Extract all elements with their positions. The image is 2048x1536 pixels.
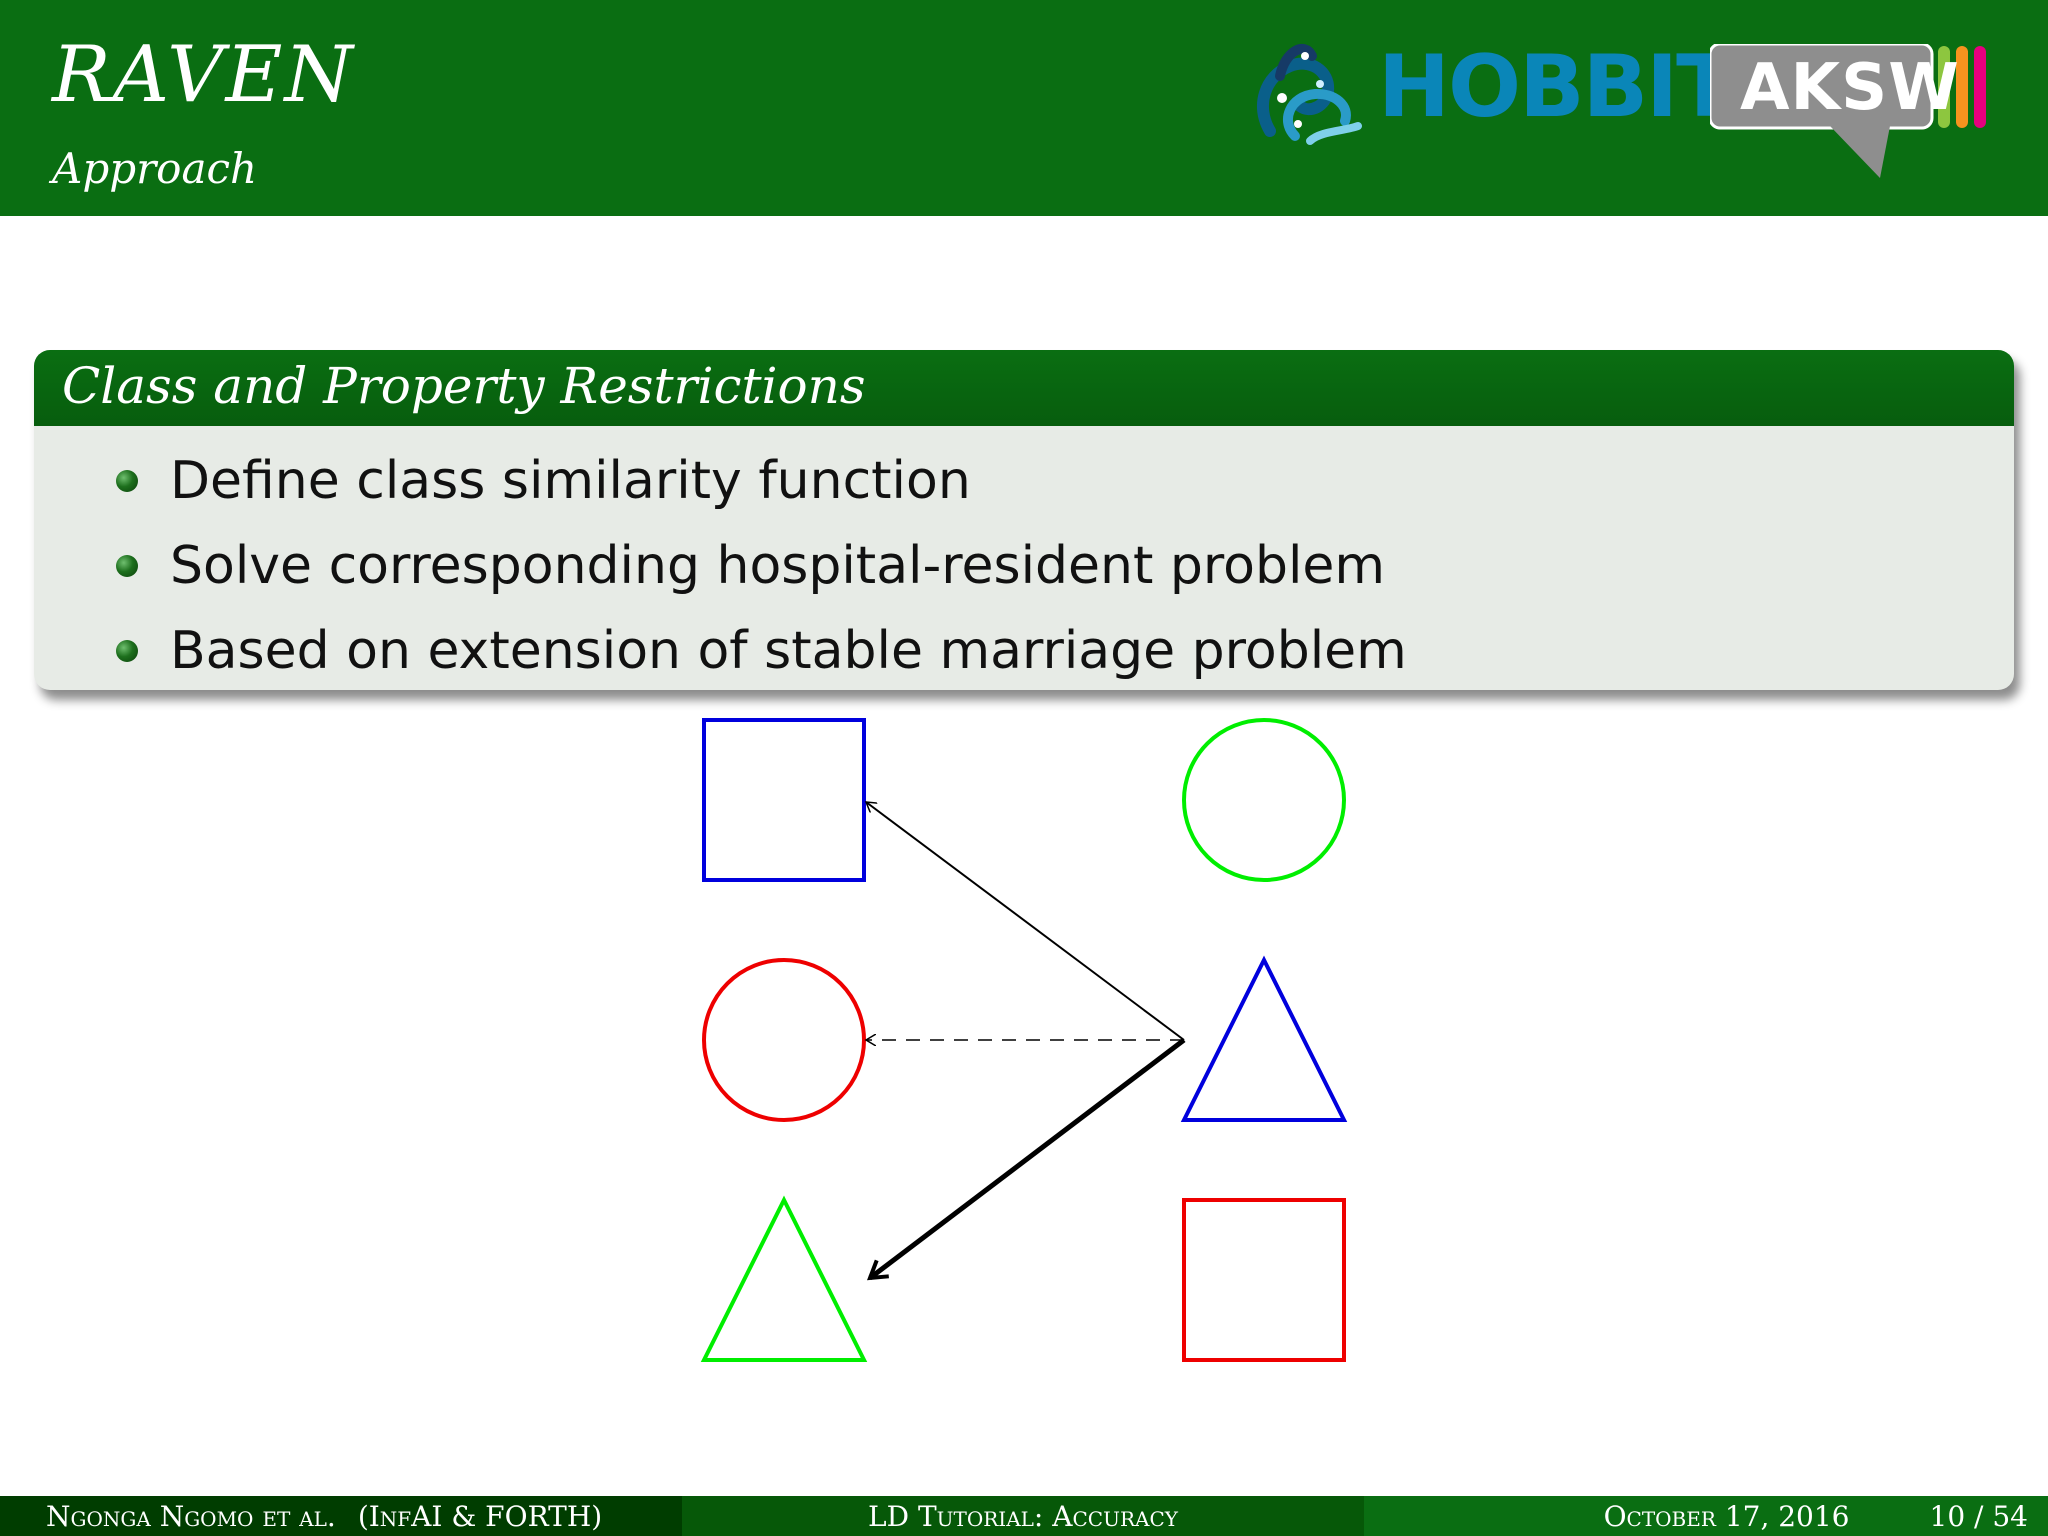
left-blue-square bbox=[702, 718, 866, 882]
arrow-thin bbox=[866, 802, 1185, 1041]
footer-date-text: October 17, 2016 bbox=[1603, 1499, 1850, 1533]
aksw-logo-icon bbox=[1710, 44, 1986, 178]
footer-authors: Ngonga Ngomo et al. (InfAI & FORTH) bbox=[0, 1496, 682, 1536]
footer-date-page: October 17, 2016 10 / 54 bbox=[1364, 1496, 2048, 1536]
block-header: Class and Property Restrictions bbox=[34, 350, 2014, 426]
list-item-text: Based on extension of stable marriage pr… bbox=[170, 620, 1407, 681]
block-title: Class and Property Restrictions bbox=[62, 357, 866, 415]
left-green-triangle bbox=[700, 1195, 868, 1362]
list-item-text: Solve corresponding hospital-resident pr… bbox=[170, 535, 1386, 596]
footer-affiliation-text: (InfAI & FORTH) bbox=[357, 1499, 603, 1533]
matching-diagram bbox=[700, 718, 1348, 1362]
list-item-text: Define class similarity function bbox=[170, 450, 971, 511]
slide-title: RAVEN bbox=[52, 30, 355, 120]
footer-authors-text: Ngonga Ngomo et al. bbox=[46, 1499, 336, 1533]
left-red-circle bbox=[702, 958, 866, 1122]
logo-area: HOBBIT AKSW bbox=[1250, 36, 2020, 186]
hobbit-logo-icon bbox=[1256, 44, 1362, 145]
bullet-icon bbox=[116, 639, 138, 662]
footer-talk: LD Tutorial: Accuracy bbox=[682, 1496, 1364, 1536]
right-red-square bbox=[1182, 1198, 1346, 1362]
slide-subtitle: Approach bbox=[52, 144, 258, 193]
page-number: 10 / 54 bbox=[1929, 1499, 2029, 1533]
content-block: Class and Property Restrictions Define c… bbox=[34, 350, 2014, 690]
right-green-circle bbox=[1182, 718, 1346, 882]
footer-bar: Ngonga Ngomo et al. (InfAI & FORTH) LD T… bbox=[0, 1496, 2048, 1536]
bullet-icon bbox=[116, 554, 138, 577]
footer-talk-text: LD Tutorial: Accuracy bbox=[868, 1499, 1178, 1533]
aksw-logo-text: AKSW bbox=[1740, 51, 1960, 125]
bullet-icon bbox=[116, 469, 138, 492]
header-bar: RAVEN Approach HOBBIT AKSW bbox=[0, 0, 2048, 216]
hobbit-logo-text: HOBBIT bbox=[1378, 37, 1735, 137]
arrow-thick bbox=[866, 1038, 1186, 1281]
right-blue-triangle bbox=[1180, 955, 1348, 1122]
